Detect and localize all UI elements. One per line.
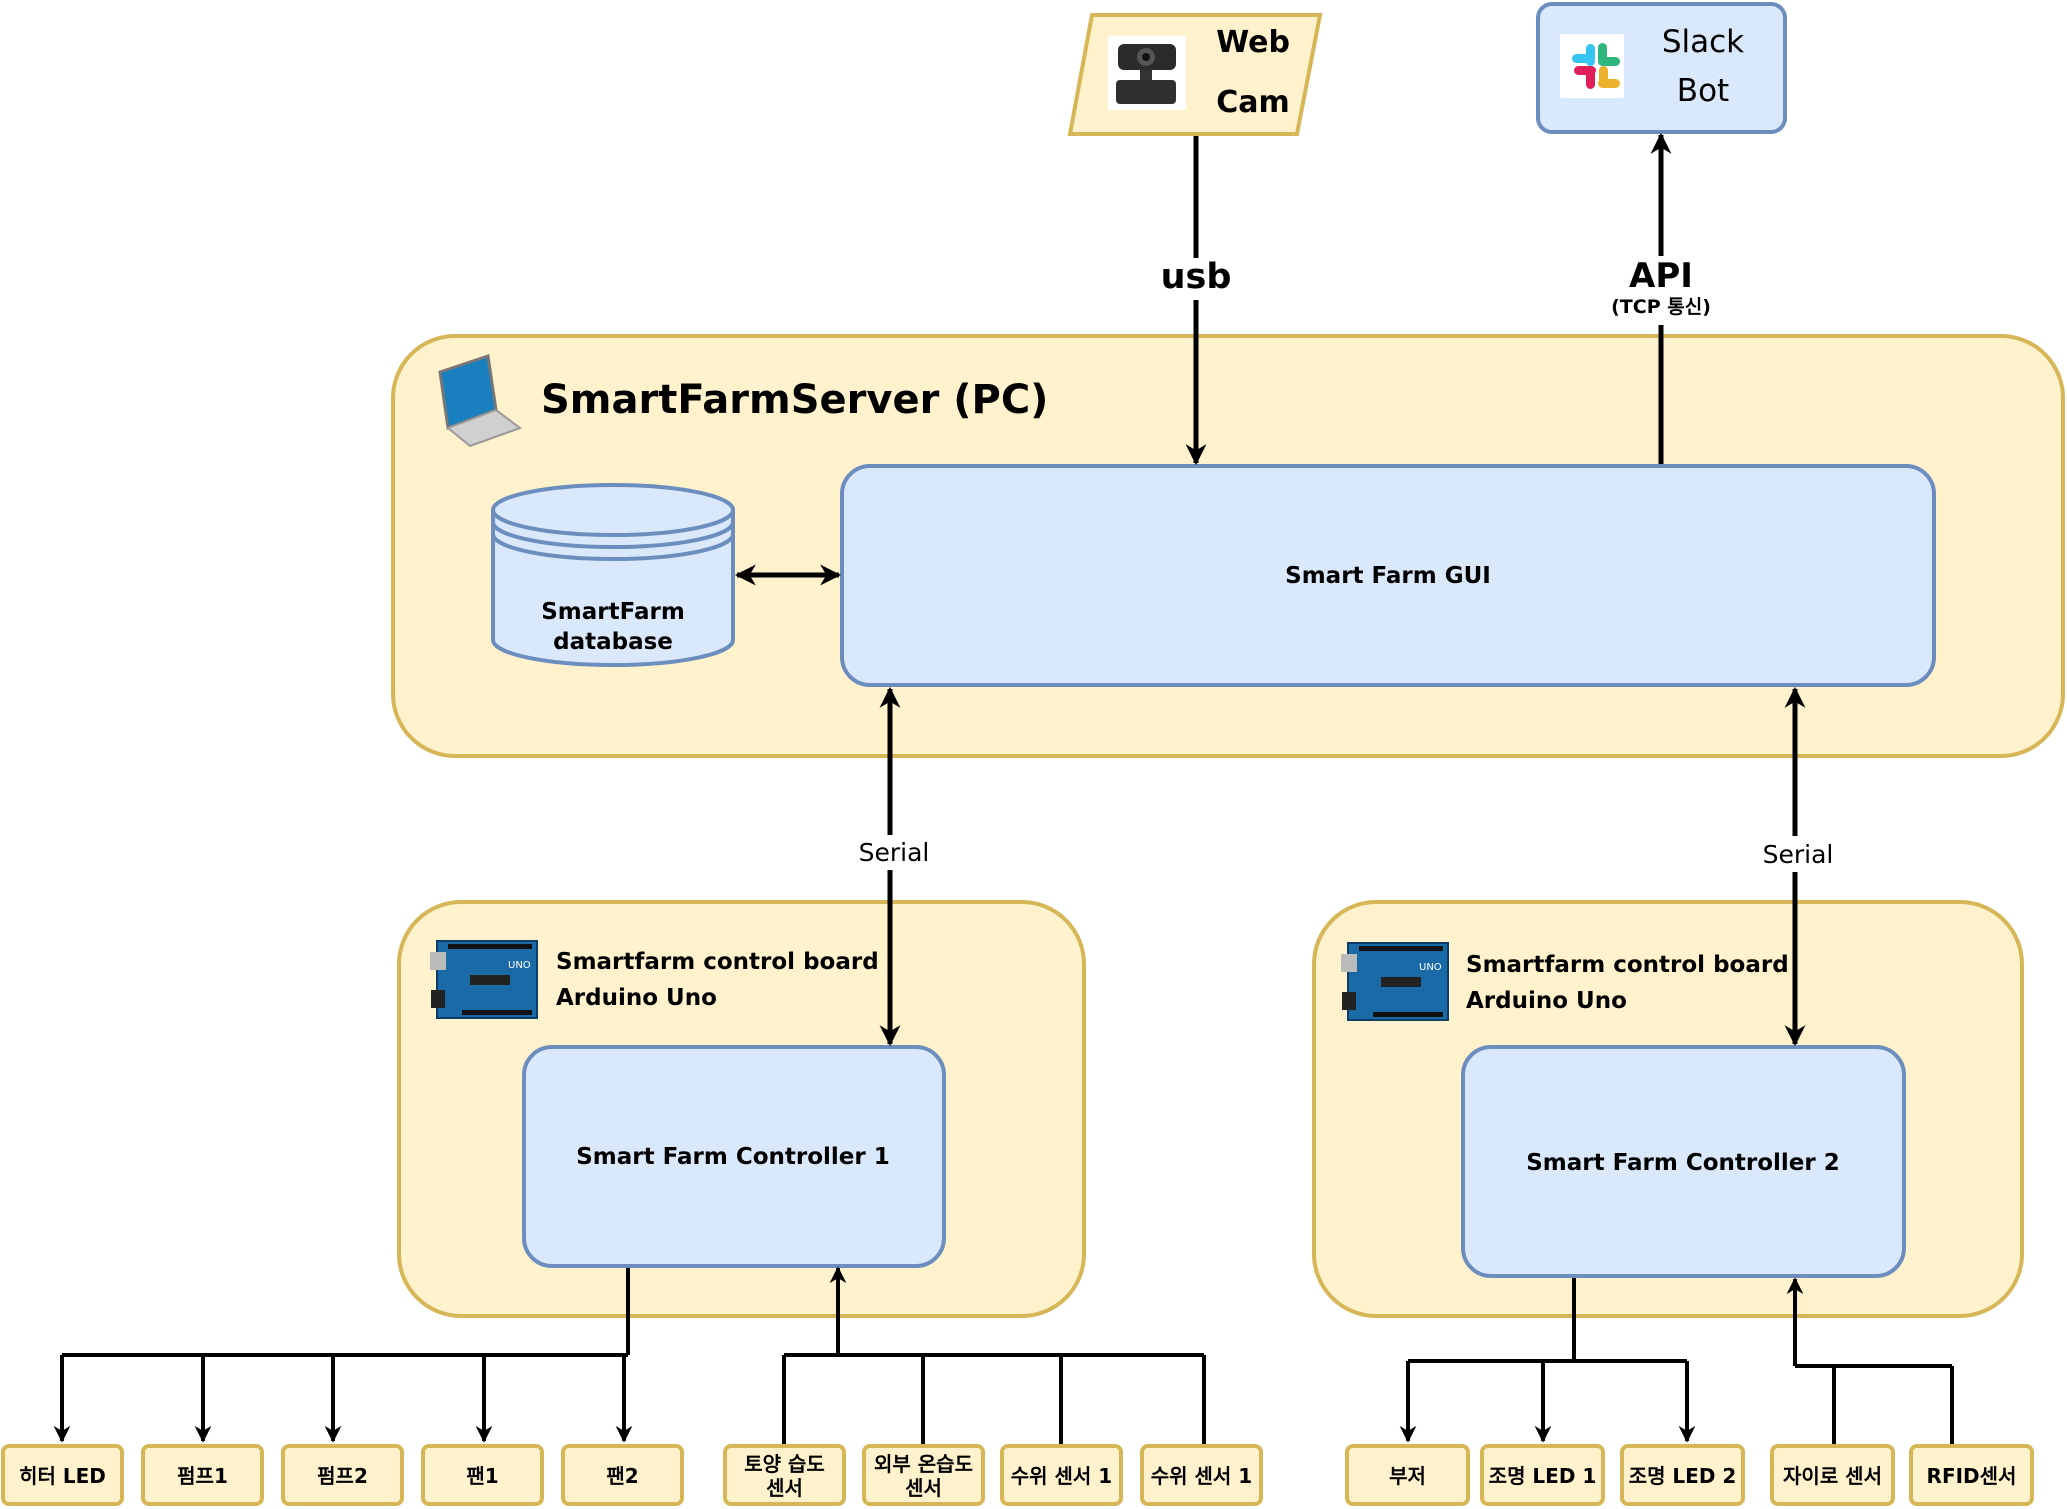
device-label: 수위 센서 1 (1151, 1464, 1252, 1488)
device-box[interactable]: 조명 LED 1 (1480, 1444, 1605, 1506)
device-box[interactable]: 조명 LED 2 (1620, 1444, 1745, 1506)
svg-text:UNO: UNO (1419, 962, 1442, 973)
control-board-2: UNO Smartfarm control board Arduino Uno … (1312, 900, 2024, 1318)
serial-right-label: Serial (1763, 840, 1834, 869)
serial-left-label: Serial (859, 838, 930, 867)
server-container: SmartFarmServer (PC) SmartFarm database … (391, 334, 2065, 758)
device-box[interactable]: 팬2 (561, 1444, 684, 1506)
controller-1-label: Smart Farm Controller 1 (576, 1144, 890, 1170)
device-label: 부저 (1389, 1464, 1426, 1488)
api-sub-label: (TCP 통신) (1611, 296, 1711, 318)
device-box[interactable]: 자이로 센서 (1770, 1444, 1895, 1506)
device-label: 펌프1 (177, 1464, 228, 1488)
device-label: 센서 (905, 1476, 942, 1500)
device-label: 펌프2 (317, 1464, 368, 1488)
device-label: 팬2 (606, 1464, 638, 1488)
database-label-line1: SmartFarm (541, 599, 685, 625)
device-box[interactable]: 수위 센서 1 (1000, 1444, 1123, 1506)
device-box[interactable]: 수위 센서 1 (1140, 1444, 1263, 1506)
device-box[interactable]: 히터 LED (1, 1444, 124, 1506)
gui-label: Smart Farm GUI (1285, 563, 1491, 589)
svg-text:UNO: UNO (508, 960, 531, 971)
webcam-label-line1: Web (1216, 25, 1290, 60)
device-label: 토양 습도 (744, 1452, 825, 1476)
device-box[interactable]: 펌프1 (141, 1444, 264, 1506)
device-label: 팬1 (466, 1464, 498, 1488)
board2-title-line1: Smartfarm control board (1466, 952, 1789, 978)
device-box[interactable]: 팬1 (421, 1444, 544, 1506)
device-label: 외부 온습도 (874, 1452, 973, 1476)
webcam-icon (1108, 36, 1186, 110)
board2-title-line2: Arduino Uno (1466, 988, 1627, 1014)
device-label: 수위 센서 1 (1011, 1464, 1112, 1488)
arduino-board-icon: UNO (1341, 942, 1449, 1021)
device-label: 센서 (766, 1476, 803, 1500)
device-label: 히터 LED (19, 1464, 106, 1488)
slack-label-line2: Bot (1677, 73, 1729, 109)
laptop-icon (438, 354, 523, 448)
arduino-board-icon: UNO (430, 940, 538, 1019)
device-label: RFID센서 (1927, 1464, 2017, 1488)
board1-title-line1: Smartfarm control board (556, 949, 879, 975)
slack-label-line1: Slack (1662, 24, 1744, 60)
device-buses (53, 1266, 1954, 1446)
board1-title-line2: Arduino Uno (556, 985, 717, 1011)
slack-bot-node: Slack Bot (1536, 2, 1787, 134)
usb-label: usb (1161, 257, 1232, 297)
control-board-1: UNO Smartfarm control board Arduino Uno … (397, 900, 1086, 1318)
device-box[interactable]: RFID센서 (1909, 1444, 2034, 1506)
smart-farm-gui-box[interactable]: Smart Farm GUI (840, 464, 1936, 687)
server-title: SmartFarmServer (PC) (541, 377, 1048, 423)
slack-logo (1560, 34, 1624, 98)
webcam-label-line2: Cam (1216, 85, 1290, 120)
link-labels: usb API (TCP 통신) Serial Serial (859, 256, 1834, 869)
controller-2-label: Smart Farm Controller 2 (1526, 1150, 1840, 1176)
controller-2-box[interactable]: Smart Farm Controller 2 (1461, 1045, 1906, 1278)
device-box[interactable]: 부저 (1345, 1444, 1470, 1506)
controller-1-box[interactable]: Smart Farm Controller 1 (522, 1045, 946, 1268)
device-label: 조명 LED 1 (1489, 1464, 1597, 1488)
connectors (734, 132, 1806, 1047)
api-label: API (1629, 256, 1693, 296)
device-label: 조명 LED 2 (1629, 1464, 1737, 1488)
device-box[interactable]: 펌프2 (281, 1444, 404, 1506)
device-label: 자이로 센서 (1783, 1464, 1882, 1488)
database-label-line2: database (553, 629, 673, 655)
webcam-node: Web Cam (1067, 13, 1323, 136)
database-cylinder[interactable]: SmartFarm database (491, 483, 735, 667)
